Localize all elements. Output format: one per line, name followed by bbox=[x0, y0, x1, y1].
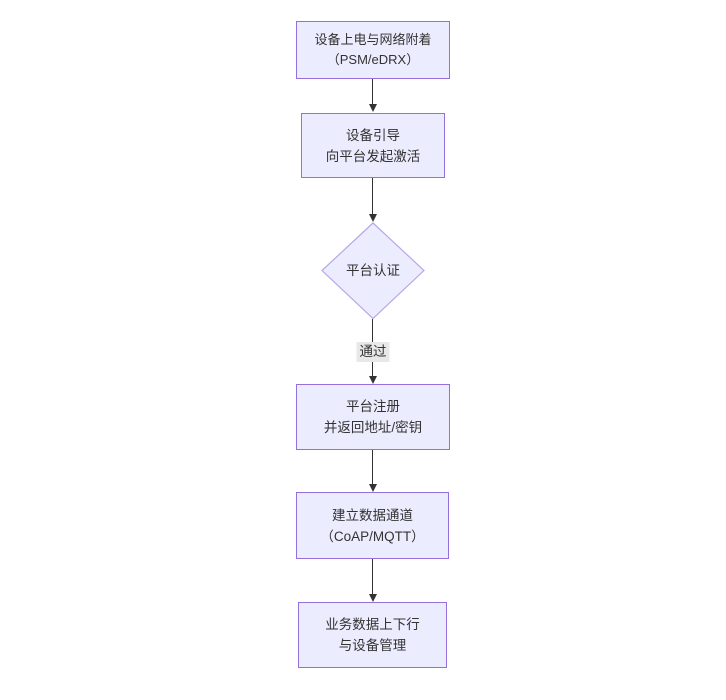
node-bootstrap-line1: 设备引导 bbox=[346, 127, 400, 143]
node-channel-line2: （CoAP/MQTT） bbox=[320, 528, 425, 544]
node-power-attach-line1: 设备上电与网络附着 bbox=[314, 32, 432, 47]
node-power-attach-line2: （PSM/eDRX） bbox=[326, 52, 420, 67]
edge-label-pass: 通过 bbox=[356, 342, 390, 362]
edge-power-to-bootstrap bbox=[372, 79, 373, 105]
node-power-attach: 设备上电与网络附着 （PSM/eDRX） bbox=[296, 21, 450, 79]
node-channel: 建立数据通道 （CoAP/MQTT） bbox=[296, 492, 449, 559]
node-business: 业务数据上下行 与设备管理 bbox=[298, 602, 447, 668]
arrowhead-auth-to-register bbox=[369, 376, 377, 384]
node-business-line1: 业务数据上下行 bbox=[325, 617, 420, 632]
edge-channel-to-business bbox=[372, 559, 373, 594]
node-register-line2: 并返回地址/密钥 bbox=[323, 420, 423, 435]
node-register: 平台注册 并返回地址/密钥 bbox=[296, 384, 450, 450]
edge-register-to-channel bbox=[372, 450, 373, 484]
node-bootstrap: 设备引导 向平台发起激活 bbox=[301, 113, 445, 178]
node-register-line1: 平台注册 bbox=[346, 399, 400, 414]
node-channel-line1: 建立数据通道 bbox=[332, 507, 413, 523]
node-bootstrap-line2: 向平台发起激活 bbox=[325, 148, 421, 164]
arrowhead-power-to-bootstrap bbox=[369, 104, 377, 112]
arrowhead-bootstrap-to-auth bbox=[369, 214, 377, 222]
edge-bootstrap-to-auth bbox=[372, 178, 373, 215]
node-business-line2: 与设备管理 bbox=[338, 638, 407, 653]
arrowhead-channel-to-business bbox=[369, 594, 377, 602]
decision-auth-diamond-shape bbox=[321, 222, 425, 320]
node-auth-label: 平台认证 bbox=[346, 263, 400, 278]
arrowhead-register-to-channel bbox=[369, 484, 377, 492]
